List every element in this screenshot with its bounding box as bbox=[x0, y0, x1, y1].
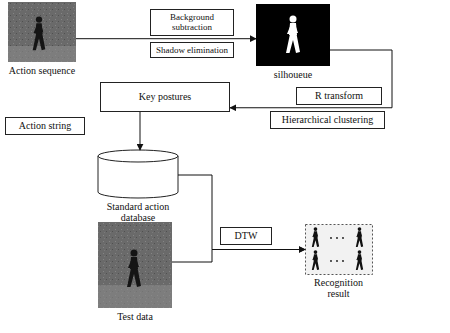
process-box: DTW bbox=[220, 227, 272, 245]
box-label: Shadow elimination bbox=[156, 45, 228, 55]
box-label: Key postures bbox=[139, 91, 192, 103]
caption: Standard action database bbox=[93, 201, 183, 223]
test-data-photo bbox=[98, 222, 172, 308]
recognition-result-image bbox=[306, 225, 373, 275]
caption: Action sequence bbox=[2, 65, 82, 76]
process-box: Shadow elimination bbox=[150, 42, 234, 58]
connector-arrow bbox=[76, 38, 256, 39]
process-box: Background subtraction bbox=[150, 9, 234, 36]
caption: Test data bbox=[95, 311, 175, 322]
action-sequence-photo bbox=[8, 2, 76, 62]
database-node: Standard action database bbox=[98, 150, 178, 198]
silhouette-image bbox=[256, 4, 330, 66]
database-cylinder bbox=[98, 150, 178, 198]
box-label: Background subtraction bbox=[154, 12, 230, 33]
process-box: Hierarchical clustering bbox=[270, 111, 385, 129]
image-node: Action sequence bbox=[8, 2, 76, 62]
image-node: Recognition result bbox=[305, 224, 372, 274]
process-box: Action string bbox=[5, 117, 85, 135]
connector-arrow bbox=[178, 175, 305, 250]
caption: silhoueue bbox=[258, 69, 328, 80]
box-label: R transform bbox=[315, 90, 363, 102]
image-node: Test data bbox=[98, 222, 172, 308]
box-label: Action string bbox=[19, 120, 72, 132]
image-node: silhoueue bbox=[256, 4, 330, 66]
connector-arrow bbox=[230, 50, 392, 108]
caption: Recognition result bbox=[304, 277, 374, 299]
box-label: Hierarchical clustering bbox=[282, 114, 373, 126]
process-box: Key postures bbox=[100, 82, 230, 112]
connector-arrow bbox=[172, 250, 305, 263]
box-label: DTW bbox=[235, 230, 258, 242]
connector-arrow bbox=[140, 112, 141, 150]
process-box: R transform bbox=[296, 87, 382, 105]
